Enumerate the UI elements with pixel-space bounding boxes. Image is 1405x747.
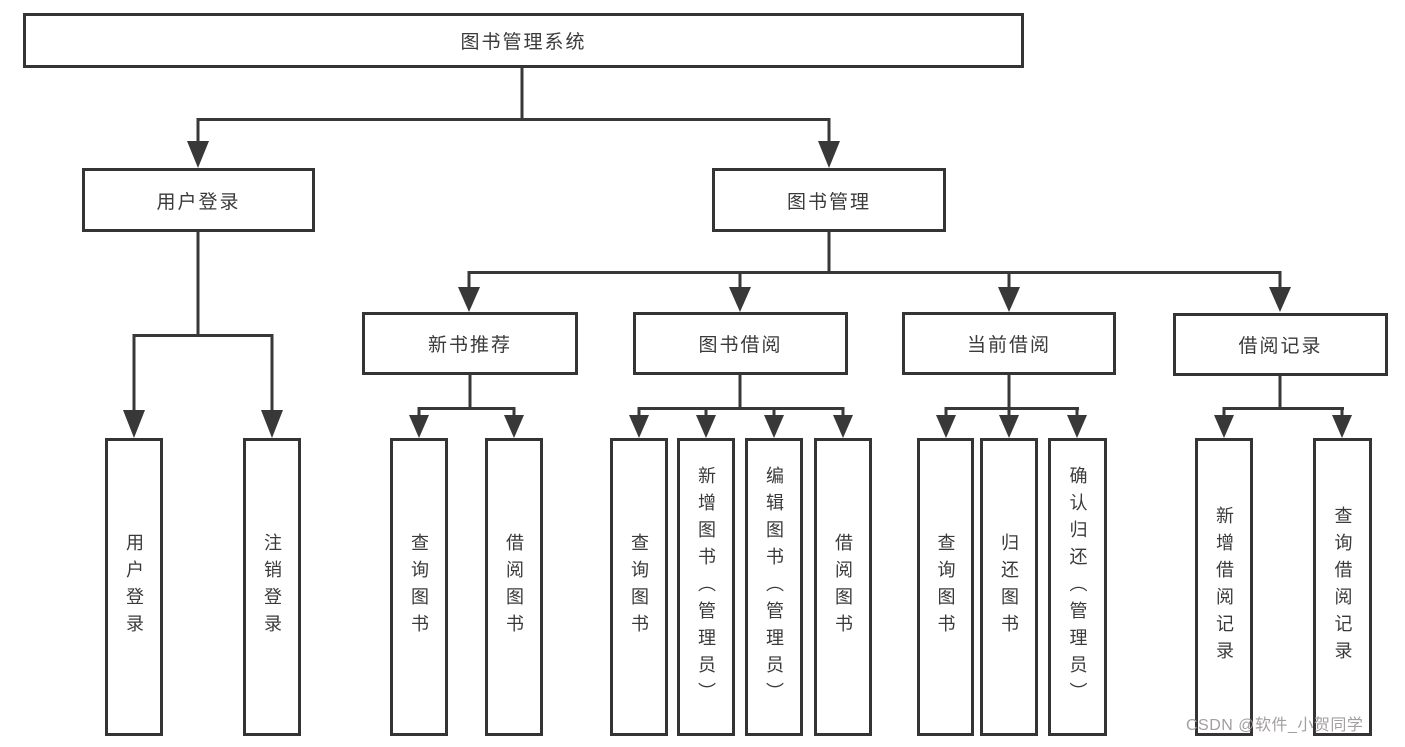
leaf-confirm-return-admin: 确认归还（管理员） [1048, 438, 1107, 736]
node-new-book-recommend-label: 新书推荐 [427, 335, 512, 356]
leaf-add-borrow-record: 新增借阅记录 [1195, 438, 1253, 736]
node-user-login-label: 用户登录 [156, 191, 241, 213]
leaf-query-books-borrow-label: 查询图书 [629, 533, 649, 641]
leaf-user-login: 用户登录 [105, 438, 163, 736]
node-current-borrow-label: 当前借阅 [966, 335, 1051, 356]
leaf-add-borrow-record-label: 新增借阅记录 [1214, 506, 1234, 668]
leaf-query-borrow-record-label: 查询借阅记录 [1332, 506, 1353, 668]
node-book-borrow-label: 图书借阅 [698, 335, 783, 356]
csdn-watermark: CSDN @软件_小贺同学 [1186, 717, 1364, 734]
leaf-borrow-books-recommend: 借阅图书 [485, 438, 543, 736]
leaf-logout-label: 注销登录 [262, 533, 282, 641]
leaf-borrow-books-2: 借阅图书 [814, 438, 872, 736]
leaf-borrow-books-2-label: 借阅图书 [833, 533, 853, 641]
connector-book-borrow-children [629, 375, 853, 438]
connectors [123, 68, 1352, 438]
leaf-edit-book-admin-label: 编辑图书（管理员） [764, 465, 784, 709]
leaf-query-books-current-label: 查询图书 [935, 533, 956, 641]
connector-book-mgmt-sections [458, 232, 1291, 312]
node-root-label: 图书管理系统 [460, 32, 587, 53]
connector-new-book-children [409, 375, 524, 438]
leaf-return-book: 归还图书 [980, 438, 1038, 736]
connector-user-login-children [123, 232, 283, 438]
node-new-book-recommend: 新书推荐 [362, 312, 578, 375]
node-book-borrow: 图书借阅 [633, 312, 848, 375]
node-book-mgmt: 图书管理 [712, 168, 946, 232]
leaf-add-book-admin-label: 新增图书（管理员） [696, 465, 716, 709]
leaf-borrow-books-recommend-label: 借阅图书 [504, 533, 524, 641]
leaf-query-borrow-record: 查询借阅记录 [1313, 438, 1372, 736]
leaf-return-book-label: 归还图书 [999, 533, 1019, 641]
node-book-mgmt-label: 图书管理 [786, 191, 871, 213]
node-current-borrow: 当前借阅 [902, 312, 1116, 375]
connector-root-to-branches [187, 68, 840, 168]
leaf-query-books-recommend: 查询图书 [390, 438, 448, 736]
node-user-login: 用户登录 [82, 168, 315, 232]
leaf-confirm-return-admin-label: 确认归还（管理员） [1067, 465, 1088, 709]
node-root: 图书管理系统 [23, 13, 1024, 68]
leaf-query-books-borrow: 查询图书 [610, 438, 668, 736]
connector-current-borrow-children [936, 375, 1087, 438]
leaf-query-books-recommend-label: 查询图书 [409, 533, 429, 641]
node-borrow-records-label: 借阅记录 [1238, 336, 1323, 357]
leaf-edit-book-admin: 编辑图书（管理员） [745, 438, 803, 736]
node-borrow-records: 借阅记录 [1173, 313, 1388, 376]
leaf-logout: 注销登录 [243, 438, 301, 736]
leaf-add-book-admin: 新增图书（管理员） [677, 438, 735, 736]
connector-borrow-record-children [1214, 375, 1352, 438]
leaf-query-books-current: 查询图书 [917, 438, 974, 736]
leaf-user-login-label: 用户登录 [124, 533, 144, 641]
